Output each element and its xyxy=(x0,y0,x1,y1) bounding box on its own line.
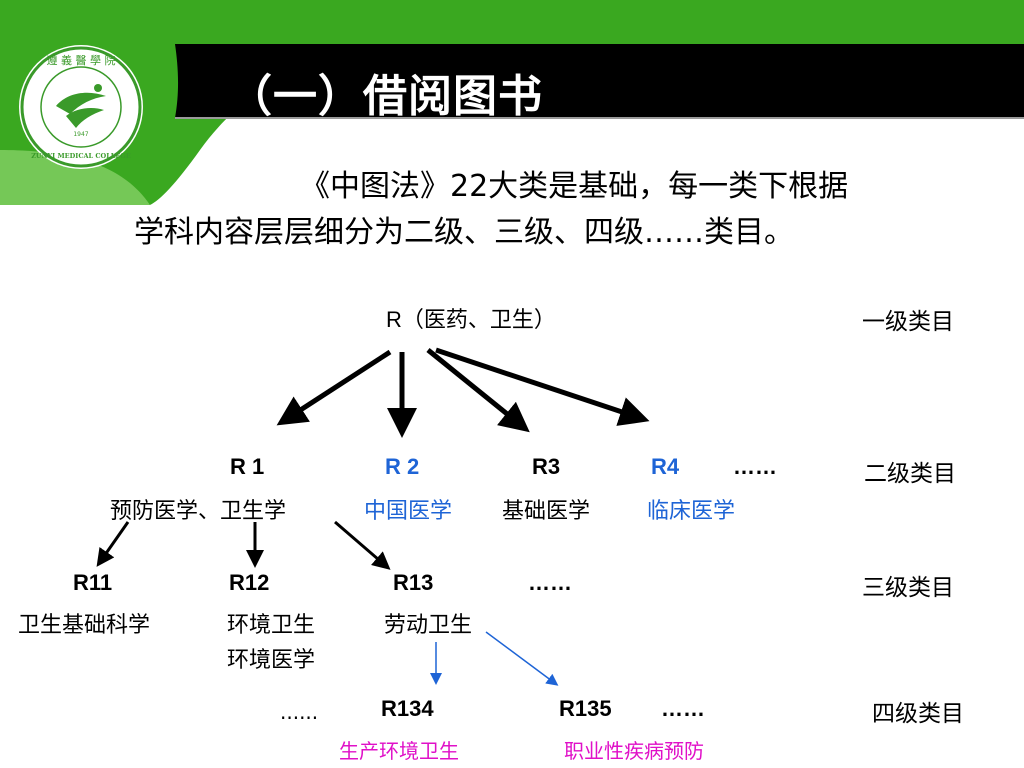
logo-year: 1947 xyxy=(73,131,88,138)
node-r134-code: R134 xyxy=(381,696,434,721)
node-r13-code: R13 xyxy=(393,570,434,595)
node-r12-desc-1: 环境卫生 xyxy=(227,613,316,638)
node-r2-desc: 中国医学 xyxy=(364,499,453,524)
root-label: R（医药、卫生） xyxy=(386,307,556,332)
header-white-panel xyxy=(0,118,1024,768)
node-r13-desc: 劳动卫生 xyxy=(384,613,473,638)
intro-line-2: 学科内容层层细分为二级、三级、四级……类目。 xyxy=(134,215,794,250)
intro-line-1: 《中图法》22大类是基础，每一类下根据 xyxy=(300,169,849,204)
level-3-label: 三级类目 xyxy=(862,575,954,601)
node-r135-desc: 职业性疾病预防 xyxy=(564,739,704,763)
arrow-root-r3 xyxy=(426,348,530,433)
node-r11-desc: 卫生基础科学 xyxy=(18,613,151,638)
header-light-green-band xyxy=(0,150,150,205)
node-r4-code: R4 xyxy=(651,454,680,479)
node-r4-desc: 临床医学 xyxy=(647,499,736,524)
arrow-root-r4 xyxy=(435,347,650,426)
node-r2-code: R 2 xyxy=(385,454,420,479)
level3-more: …… xyxy=(528,570,572,595)
college-seal-logo: 1947 遵 義 醫 學 院 ZUNYI MEDICAL COLLEGE xyxy=(19,45,143,169)
logo-text-top: 遵 義 醫 學 院 xyxy=(47,53,116,67)
node-r3-desc: 基础医学 xyxy=(502,499,591,524)
level4-lead-more: ...... xyxy=(280,700,319,724)
level-1-label: 一级类目 xyxy=(862,309,954,335)
arrow-r1-r11 xyxy=(96,521,130,567)
root-node: R（医药、卫生） xyxy=(386,302,556,334)
node-r11-code: R11 xyxy=(73,570,113,595)
node-r12-desc-2: 环境医学 xyxy=(227,648,316,673)
node-r135-code: R135 xyxy=(559,696,612,721)
arrow-root-r1 xyxy=(276,349,392,426)
level2-more: …… xyxy=(733,454,777,479)
node-r1-desc: 预防医学、卫生学 xyxy=(110,499,287,524)
header-black-bar xyxy=(175,44,1024,118)
node-r12-code: R12 xyxy=(229,570,270,595)
level-4-label: 四级类目 xyxy=(872,701,964,727)
arrow-r13-r135 xyxy=(485,631,559,686)
level4-more: …… xyxy=(661,696,705,721)
level-2-label: 二级类目 xyxy=(864,461,956,487)
logo-text-bottom: ZUNYI MEDICAL COLLEGE xyxy=(31,152,131,160)
node-r3-code: R3 xyxy=(532,454,561,479)
arrow-r1-r13 xyxy=(334,520,391,570)
node-r1-code: R 1 xyxy=(230,454,265,479)
node-r134-desc: 生产环境卫生 xyxy=(339,739,459,763)
page-title: （一）借阅图书 xyxy=(228,71,543,122)
